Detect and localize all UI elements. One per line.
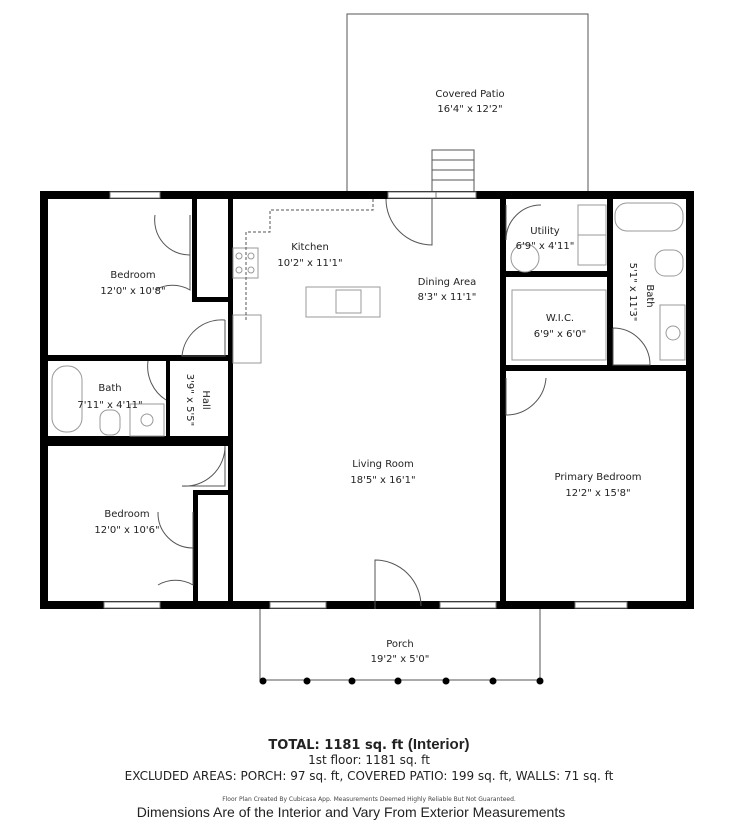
porch-label: Porch [386, 639, 414, 650]
kitchen-label: Kitchen [291, 242, 329, 253]
kitchen-dimensions: 10'2" x 11'1" [277, 258, 342, 269]
fixtures [51, 202, 686, 437]
total-text: TOTAL: 1181 sq. ft [268, 738, 404, 753]
total-area: TOTAL: 1181 sq. ft (Interior) [0, 736, 738, 753]
patio-dimensions: 16'4" x 12'2" [437, 104, 502, 115]
bedroom2-label: Bedroom [104, 509, 149, 520]
primary-bedroom-dimensions: 12'2" x 15'8" [565, 488, 630, 499]
patio-steps [431, 149, 475, 193]
bath2-label: Bath [644, 284, 655, 307]
wic-dimensions: 6'9" x 6'0" [534, 329, 586, 340]
living-dimensions: 18'5" x 16'1" [350, 475, 415, 486]
hall-label: Hall [200, 390, 211, 409]
bedroom1-dimensions: 12'0" x 10'8" [100, 286, 165, 297]
patio-label: Covered Patio [435, 89, 504, 100]
windows [103, 191, 628, 609]
floor-area: 1st floor: 1181 sq. ft [308, 753, 430, 767]
total-suffix: (Interior) [407, 736, 470, 753]
utility-dimensions: 6'9" x 4'11" [516, 241, 575, 252]
bath1-dimensions: 7'11" x 4'11" [77, 400, 142, 411]
kitchen-cabinets [245, 199, 374, 320]
exterior-walls [40, 191, 694, 609]
covered-patio-outline [346, 13, 589, 192]
porch-dimensions: 19'2" x 5'0" [371, 654, 430, 665]
wic-label: W.I.C. [546, 313, 574, 324]
bath1-label: Bath [98, 383, 121, 394]
dining-dimensions: 8'3" x 11'1" [418, 292, 477, 303]
excluded-areas: EXCLUDED AREAS: PORCH: 97 sq. ft, COVERE… [124, 769, 614, 783]
interior-walls [40, 191, 694, 609]
room-labels: Covered Patio 16'4" x 12'2" Kitchen 10'2… [77, 89, 655, 665]
utility-label: Utility [530, 226, 559, 237]
bath2-dimensions: 5'1" x 11'3" [627, 263, 638, 322]
porch-posts [259, 677, 544, 685]
doors [147, 198, 651, 609]
disclaimer-text: Dimensions Are of the Interior and Vary … [136, 804, 566, 820]
hall-dimensions: 3'9" x 5'5" [184, 374, 195, 426]
credit-text: Floor Plan Created By Cubicasa App. Meas… [222, 796, 516, 803]
dining-label: Dining Area [418, 277, 476, 288]
bedroom1-label: Bedroom [110, 270, 155, 281]
living-label: Living Room [352, 459, 413, 470]
bedroom2-dimensions: 12'0" x 10'6" [94, 525, 159, 536]
primary-bedroom-label: Primary Bedroom [554, 472, 641, 483]
